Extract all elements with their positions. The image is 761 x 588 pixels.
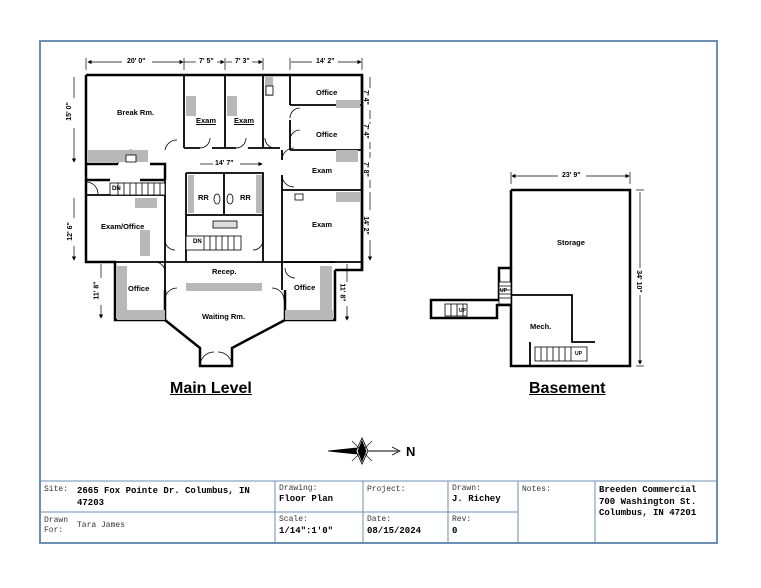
date-label: Date: xyxy=(367,515,392,524)
dim-14-7: 14' 7" xyxy=(215,160,234,167)
room-label-exam2: Exam xyxy=(234,116,255,125)
room-label-exam-office: Exam/Office xyxy=(101,222,145,231)
main-level-title: Main Level xyxy=(170,380,252,397)
scale-value: 1/14":1'0" xyxy=(279,526,334,536)
project-label: Project: xyxy=(367,485,406,494)
compass-north-label: N xyxy=(406,444,416,459)
dim-34-10: 34' 10" xyxy=(634,270,642,293)
stair-label-up1: UP xyxy=(500,288,507,294)
scale-label: Scale: xyxy=(279,515,308,524)
site-value: 2665 Fox Pointe Dr. Columbus, IN 47203 xyxy=(77,486,250,508)
room-label-exam-r2: Exam xyxy=(312,220,333,229)
room-label-office-br: Office xyxy=(294,283,316,292)
restroom-fixtures xyxy=(125,85,304,229)
dim-23-9: 23' 9" xyxy=(562,172,581,179)
drawing-value: Floor Plan xyxy=(279,494,334,504)
room-label-mech: Mech. xyxy=(530,322,552,331)
room-label-office-bl: Office xyxy=(128,284,150,293)
dim-15-0: 15' 0" xyxy=(65,102,73,121)
basement-title: Basement xyxy=(529,380,606,397)
date-value: 08/15/2024 xyxy=(367,526,422,536)
drawn-for-label-1: Drawn xyxy=(44,516,69,525)
room-label-rr2: RR xyxy=(240,193,251,202)
main-level-fixtures xyxy=(88,76,360,320)
dim-11-8-left: 11' 8" xyxy=(93,281,101,300)
stair-label-dn1: DN xyxy=(112,186,121,192)
drawing-label: Drawing: xyxy=(279,484,318,493)
dim-14-2-top: 14' 2" xyxy=(316,58,335,65)
room-label-rr1: RR xyxy=(198,193,209,202)
stair-label-up2: UP xyxy=(459,308,466,314)
dim-7-3: 7' 3" xyxy=(235,58,250,65)
rev-label: Rev: xyxy=(452,515,472,524)
drawing-sheet xyxy=(39,40,718,544)
drawn-for-value: Tara James xyxy=(77,521,126,530)
room-label-office-tr1: Office xyxy=(316,88,338,97)
room-label-recep: Recep. xyxy=(212,267,237,276)
dim-11-8-right: 11' 8" xyxy=(338,283,346,302)
stair-label-up3: UP xyxy=(575,351,582,357)
dim-7-5: 7' 5" xyxy=(199,58,214,65)
room-label-waiting: Waiting Rm. xyxy=(202,312,246,321)
dimension-lines xyxy=(71,58,373,321)
dim-7-4b: 7' 4" xyxy=(361,124,369,139)
drawn-for-label-2: For: xyxy=(44,526,64,535)
room-label-storage: Storage xyxy=(557,238,585,247)
company-line1: Breeden Commercial xyxy=(599,485,697,495)
site-label: Site: xyxy=(44,485,69,494)
north-compass xyxy=(327,437,401,465)
rev-value: 0 xyxy=(452,526,458,536)
stair-label-dn2: DN xyxy=(193,239,202,245)
company-line3: Columbus, IN 47201 xyxy=(599,508,697,518)
title-block-grid xyxy=(40,480,717,544)
room-label-break: Break Rm. xyxy=(117,108,155,117)
room-label-exam1: Exam xyxy=(196,116,217,125)
dim-14-2-right: 14' 2" xyxy=(361,216,369,235)
room-label-exam-r1: Exam xyxy=(312,166,333,175)
drawn-value: J. Richey xyxy=(452,494,501,504)
dim-7-4a: 7' 4" xyxy=(361,90,369,105)
dim-20-0: 20' 0" xyxy=(127,58,146,65)
company-line2: 700 Washington St. xyxy=(599,497,697,507)
dim-12-6: 12' 6" xyxy=(66,222,74,241)
basement-plan xyxy=(429,172,644,368)
notes-label: Notes: xyxy=(522,485,551,494)
dim-7-8: 7' 8" xyxy=(361,162,369,177)
drawn-label: Drawn: xyxy=(452,484,481,493)
room-label-office-tr2: Office xyxy=(316,130,338,139)
